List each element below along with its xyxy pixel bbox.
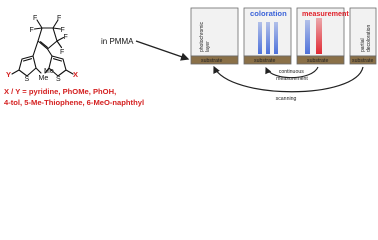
pmma-arrow <box>135 40 190 61</box>
coloration-beam <box>266 22 270 54</box>
substituent-legend-text: X / Y = pyridine, PhOMe, PhOH, <box>4 87 116 96</box>
sulfur-label: S <box>56 76 61 83</box>
measurement-label: measurement <box>302 9 349 18</box>
fluorine-label: F <box>61 27 65 34</box>
scanning-label: scanning <box>276 96 297 102</box>
fluorine-label: F <box>33 15 37 22</box>
substrate-label: substrate <box>201 58 222 64</box>
continuous-measurement-label: continuous measurement <box>276 69 308 82</box>
photochromic-layer-label: photochromic layer <box>199 21 211 52</box>
methyl-label: Me <box>39 75 49 82</box>
sulfur-label: S <box>25 76 30 83</box>
panel-measurement <box>296 7 345 65</box>
substituent-legend-line1: X / Y = pyridine, PhOMe, PhOH, <box>4 87 116 96</box>
measurement-beam-blue <box>305 20 310 54</box>
methyl-label: Me <box>44 68 54 75</box>
fluorine-label: F <box>30 27 34 34</box>
substrate-label: substrate <box>254 58 275 64</box>
diarylethene-molecule <box>11 19 74 77</box>
scanning-arrow <box>213 65 364 93</box>
panel-photochromic-layer <box>190 7 239 65</box>
substituent-legend-text: 4-tol, 5-Me-Thiophene, 6-MeO-naphthyl <box>4 98 144 107</box>
figure: F F F F F F S S Me Me Y X X / Y = pyridi… <box>4 7 377 107</box>
coloration-beam <box>274 22 278 54</box>
substituent-y-label: Y <box>6 70 11 79</box>
substituent-x-label: X <box>73 70 78 79</box>
matrix-label: in PMMA <box>101 37 134 46</box>
coloration-beam <box>258 22 262 54</box>
panel-partial-decoloration <box>349 7 377 65</box>
substituent-legend-line2: 4-tol, 5-Me-Thiophene, 6-MeO-naphthyl <box>4 98 144 107</box>
fluorine-label: F <box>64 34 68 41</box>
panel-coloration <box>243 7 292 65</box>
partial-decoloration-label: partial decoloration <box>360 25 372 52</box>
continuous-measurement-arrow <box>265 66 319 79</box>
fluorine-label: F <box>60 49 64 56</box>
substrate-label: substrate <box>307 58 328 64</box>
coloration-label: coloration <box>250 9 287 18</box>
fluorine-label: F <box>57 15 61 22</box>
substrate-label: substrate <box>352 58 373 64</box>
measurement-beam-red <box>316 18 322 54</box>
